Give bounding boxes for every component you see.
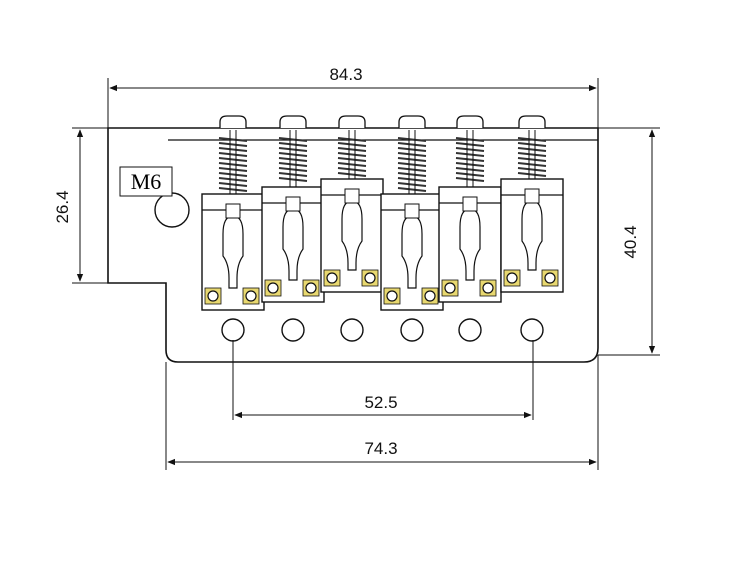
intonation-spring (455, 137, 485, 182)
height-screw (207, 290, 219, 302)
string-hole-3 (340, 318, 364, 342)
intonation-spring (218, 137, 248, 192)
string-hole-5 (458, 318, 482, 342)
intonation-spring (517, 137, 547, 177)
intonation-screw-head (279, 115, 307, 128)
bridge-plate-outline (107, 127, 599, 363)
saddle-notch (462, 196, 478, 212)
string-holes-group (221, 318, 544, 342)
saddles-group (201, 115, 564, 311)
saddle-notch (524, 188, 540, 204)
height-screw (326, 272, 338, 284)
string-hole-6 (520, 318, 544, 342)
height-screw (506, 272, 518, 284)
height-screw (245, 290, 257, 302)
saddle-notch (404, 203, 420, 219)
saddle-notch (225, 203, 241, 219)
string-hole-1 (221, 318, 245, 342)
intonation-screw-head (518, 115, 546, 128)
m6-label-box (119, 166, 173, 197)
saddle-3 (320, 115, 384, 293)
height-screw (444, 282, 456, 294)
saddle-notch (344, 188, 360, 204)
saddle-2 (261, 115, 325, 303)
intonation-spring (397, 137, 427, 192)
m6-label: M6 (131, 169, 162, 194)
height-screw (544, 272, 556, 284)
height-screw (424, 290, 436, 302)
mounting-hole (154, 192, 190, 228)
height-screw (482, 282, 494, 294)
string-hole-4 (400, 318, 424, 342)
height-screw (305, 282, 317, 294)
dim-overall-length: 84.3 (329, 65, 362, 84)
height-screw (267, 282, 279, 294)
intonation-screw-head (456, 115, 484, 128)
saddle-4 (380, 115, 444, 311)
intonation-screw-head (338, 115, 366, 128)
saddle-1 (201, 115, 265, 311)
string-hole-2 (281, 318, 305, 342)
dim-left-height: 26.4 (53, 190, 72, 223)
saddle-5 (438, 115, 502, 303)
saddle-notch (285, 196, 301, 212)
dim-hole-span: 52.5 (364, 393, 397, 412)
intonation-screw-head (219, 115, 247, 128)
height-screw (364, 272, 376, 284)
saddle-6 (500, 115, 564, 293)
height-screw (386, 290, 398, 302)
dim-overall-height: 40.4 (621, 225, 640, 258)
intonation-screw-head (398, 115, 426, 128)
intonation-spring (278, 137, 308, 182)
intonation-spring (337, 137, 367, 177)
dim-plate-length: 74.3 (364, 439, 397, 458)
